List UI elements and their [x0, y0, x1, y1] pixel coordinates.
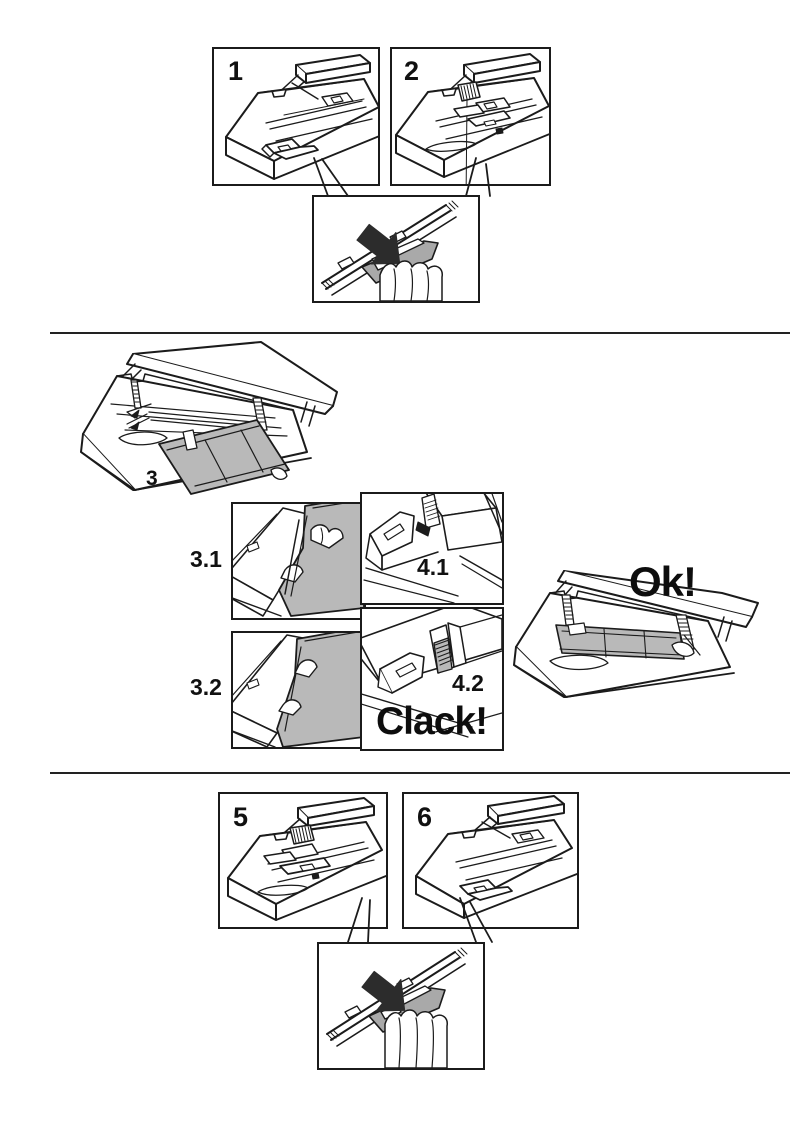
panel-step-6 — [402, 792, 579, 929]
section-divider-2 — [50, 772, 790, 774]
label-step-2: 2 — [404, 56, 420, 86]
illustration-ok-result — [512, 555, 792, 700]
printer-illustration-step-6 — [415, 795, 577, 919]
label-step-5: 5 — [233, 802, 249, 832]
panel-step-4-1 — [360, 492, 504, 605]
label-step-1: 1 — [228, 56, 244, 86]
printer-illustration-step-2 — [395, 53, 549, 184]
label-step-4-2: 4.2 — [452, 670, 484, 696]
label-step-3-2: 3.2 — [190, 674, 222, 700]
label-step-4-1: 4.1 — [417, 554, 449, 580]
panel-detail-top — [312, 195, 480, 303]
panel-step-2 — [390, 47, 551, 186]
hand-pressing-cartridge-detail-top — [321, 200, 459, 301]
panel-detail-bottom — [317, 942, 485, 1070]
illustration-step-3 — [75, 340, 365, 500]
callout-ok: Ok! — [629, 558, 697, 605]
latch-open-detail-4-1 — [362, 494, 502, 603]
printer-illustration-step-5 — [227, 797, 386, 921]
label-step-3-1: 3.1 — [190, 546, 222, 572]
printer-closed-ok-illustration — [513, 570, 759, 698]
panel-step-1 — [212, 47, 380, 186]
cover-seated-detail-3-2 — [233, 633, 364, 747]
panel-step-3-2 — [231, 631, 366, 749]
latch-closed-detail-4-2 — [362, 609, 502, 749]
section-divider-1 — [50, 332, 790, 334]
printer-open-with-cover-step-3 — [80, 341, 338, 495]
cover-alignment-detail-3-1 — [233, 504, 364, 618]
label-step-6: 6 — [417, 802, 433, 832]
panel-step-3-1 — [231, 502, 366, 620]
label-step-3: 3 — [146, 467, 158, 490]
panel-step-4-2 — [360, 607, 504, 751]
callout-clack: Clack! — [376, 700, 488, 743]
printer-illustration-step-1 — [225, 54, 378, 180]
hand-pressing-cartridge-detail-bottom — [326, 947, 468, 1068]
